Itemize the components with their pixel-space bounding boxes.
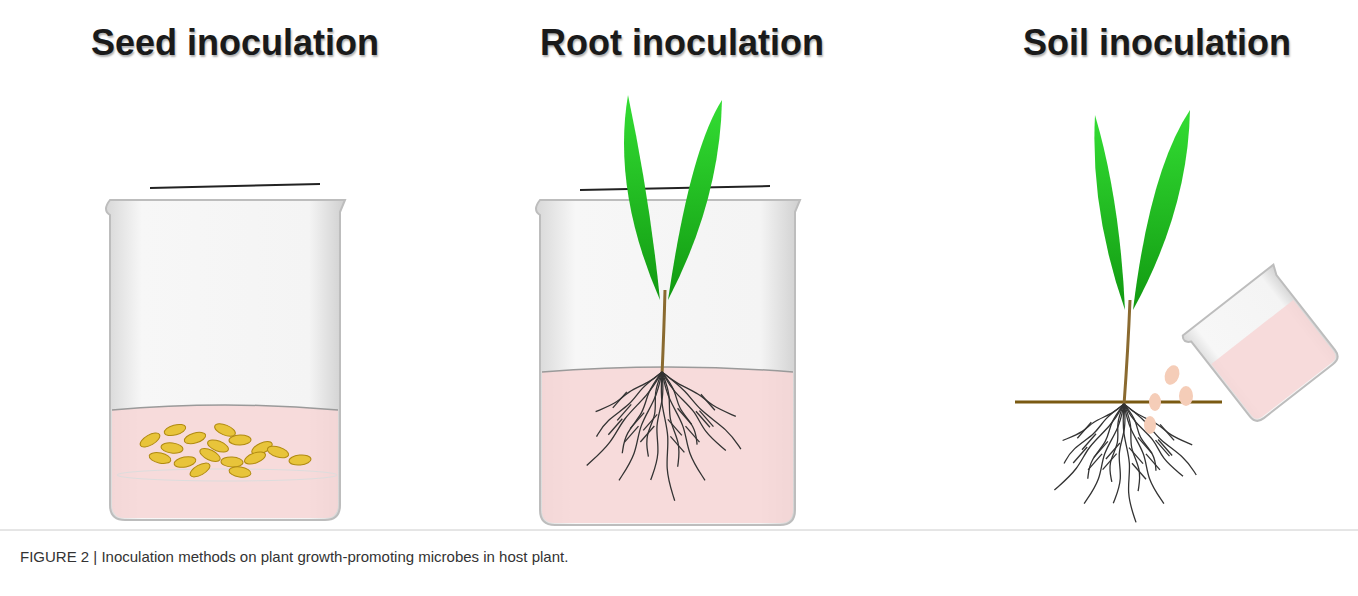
panel-heading: Soil inoculation [1023, 22, 1291, 64]
caption-rule [0, 530, 1358, 531]
panel-heading: Seed inoculation [91, 22, 379, 64]
panel-heading: Root inoculation [540, 22, 824, 64]
figure-caption: FIGURE 2 | Inoculation methods on plant … [20, 548, 568, 565]
seed-beaker [106, 184, 345, 520]
root-beaker [536, 95, 800, 525]
soil-scene [1015, 110, 1344, 522]
